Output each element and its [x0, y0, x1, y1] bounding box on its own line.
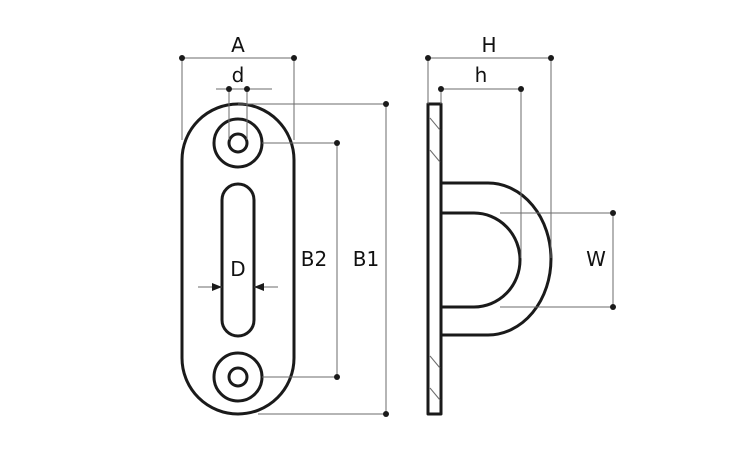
label-h: h — [475, 63, 488, 87]
u-loop — [439, 181, 553, 337]
dimension-D: D — [198, 257, 278, 291]
bottom-hole-inner — [227, 366, 249, 388]
label-H: H — [481, 33, 496, 57]
bottom-hole-outer — [212, 351, 264, 403]
dimension-B2: B2 — [262, 140, 340, 380]
label-A: A — [231, 33, 245, 57]
dimension-d: d — [216, 63, 272, 140]
center-slot — [220, 182, 256, 338]
top-hole-outer — [212, 117, 264, 169]
dimension-W: W — [500, 210, 616, 310]
dimension-h: h — [438, 63, 524, 258]
label-d: d — [232, 63, 245, 87]
dimension-B1: B1 — [238, 101, 389, 417]
label-B2: B2 — [301, 247, 327, 271]
side-view — [426, 102, 553, 416]
dimension-A: A — [179, 33, 297, 140]
label-D: D — [230, 257, 245, 281]
label-W: W — [586, 247, 606, 271]
base-plate — [426, 102, 443, 416]
label-B1: B1 — [353, 247, 379, 271]
dimension-H: H — [425, 33, 554, 258]
top-hole-inner — [227, 132, 249, 154]
